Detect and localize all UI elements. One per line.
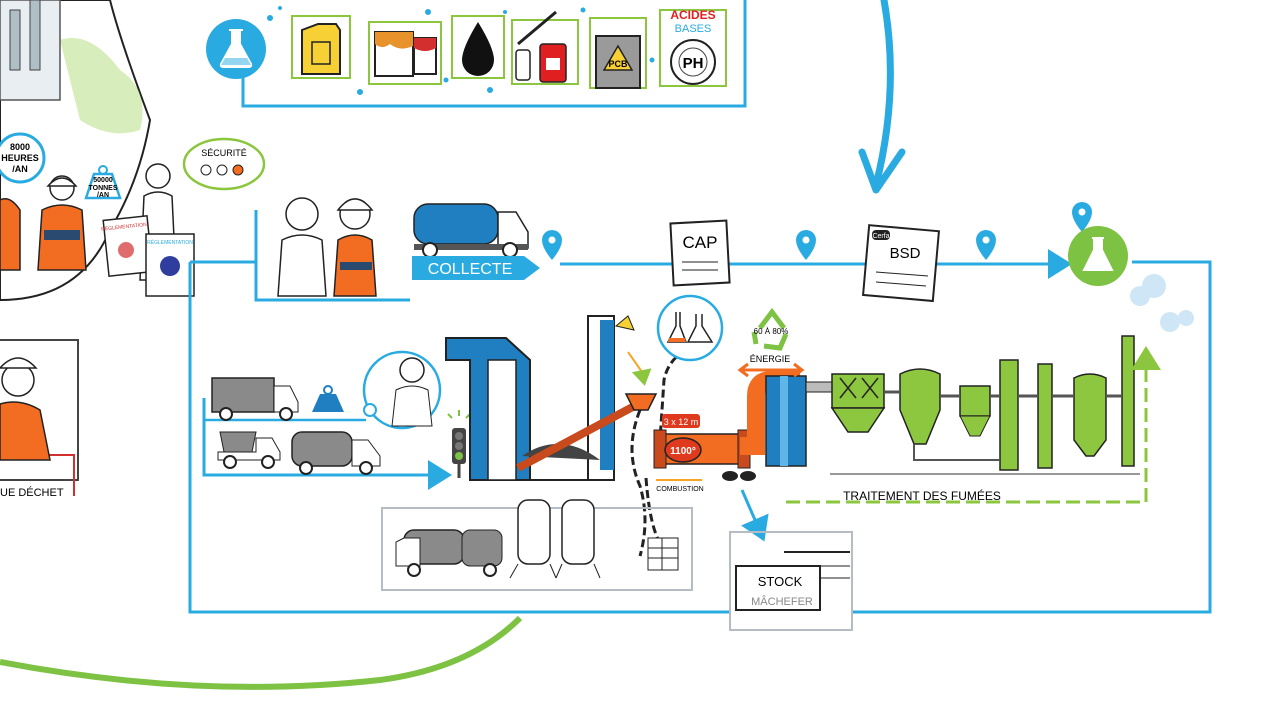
- left-panel-reglementation: RÉGLEMENTATION: [101, 221, 148, 233]
- collecte-people-frame: [254, 210, 410, 302]
- securite-bubble: SÉCURITÉ: [182, 137, 266, 191]
- rotary-kiln: 1100° 3 x 12 m COMBUSTION: [653, 414, 751, 493]
- left-panel-hours-line1: 8000: [10, 142, 30, 152]
- industrial-site-illustration: [0, 0, 152, 302]
- ph-scale-icon: ACIDES BASES PH: [659, 8, 727, 87]
- left-panel-reglementation: RÉGLEMENTATION: [147, 239, 193, 246]
- combustion-label: COMBUSTION: [656, 486, 703, 493]
- conveyor-belt: [516, 393, 658, 472]
- left-panel-hours-line2: HEURES: [1, 153, 39, 163]
- kiln-dimensions: 3 x 12 m: [664, 417, 699, 427]
- decorative-dots: [267, 6, 655, 95]
- collecte-label: COLLECTE: [428, 261, 512, 278]
- left-panel-hours-line3: /AN: [12, 164, 28, 174]
- medical-waste-icon: [511, 10, 579, 85]
- flow-cerfa: Cerfa: [872, 233, 889, 240]
- energie-label: ÉNERGIE: [750, 354, 791, 364]
- flow-cap: CAP: [683, 233, 718, 252]
- flue-gas-treatment: [830, 335, 1140, 475]
- machefer-label: MÂCHEFER: [751, 595, 813, 608]
- reglementation-documents: RÉGLEMENTATION RÉGLEMENTATION: [101, 215, 195, 297]
- smoke-cloud: [1130, 274, 1194, 332]
- left-panel-tonnes-line3: /AN: [97, 192, 109, 199]
- recycle-icon: 60 À 80%: [751, 307, 789, 351]
- traffic-light-icon: [447, 410, 471, 478]
- ash-piles: [722, 471, 756, 481]
- main-blue-loop: [188, 262, 730, 614]
- worker-bottom-left: [0, 357, 51, 461]
- flask-icon: [206, 19, 266, 79]
- pcb-label: PCB: [608, 59, 628, 69]
- bases-label: BASES: [675, 23, 712, 35]
- flow-bsd: BSD: [890, 245, 921, 262]
- boiler: [765, 375, 833, 467]
- green-return-curve: [0, 615, 523, 690]
- paint-cans-icon: [368, 21, 442, 85]
- energy-indicator: ÉNERGIE 60 À 80%: [737, 307, 805, 378]
- pcb-barrel-icon: PCB: [589, 17, 647, 89]
- pin-1: [542, 230, 562, 260]
- lab-technician-bubble: [362, 350, 442, 430]
- left-panel-tonnes-line2: TONNES: [88, 185, 117, 192]
- tonnes-weight: 50000 TONNES /AN: [84, 165, 122, 200]
- blue-arrow-curve: [872, 0, 894, 189]
- traitement-label: TRAITEMENT DES FUMÉES: [843, 488, 1001, 503]
- temperature-label: 1100°: [670, 446, 696, 457]
- acides-label: ACIDES: [670, 8, 715, 22]
- hours-badge: 8000 HEURES /AN: [0, 132, 46, 184]
- ph-label: PH: [683, 55, 704, 72]
- weighbridge-icon: [312, 385, 344, 412]
- bsd-document: Cerfa BSD: [861, 224, 940, 303]
- dechet-panel-frame: [0, 339, 79, 481]
- map-pins: [542, 202, 1092, 260]
- tanker-truck-icon: [413, 203, 529, 258]
- dechet-label: UE DÉCHET: [0, 486, 64, 499]
- pin-4: [1072, 202, 1092, 232]
- delivery-trucks: [211, 377, 381, 475]
- stock-machefer: STOCK MÂCHEFER: [729, 531, 853, 631]
- blue-arrow-head: [858, 148, 906, 194]
- collecte-people: [277, 197, 377, 297]
- lab-analysis-icon: [1068, 226, 1128, 286]
- stock-label: STOCK: [758, 574, 803, 589]
- left-panel-securite: SÉCURITÉ: [201, 148, 247, 158]
- pin-3: [976, 230, 996, 260]
- recycle-percent: 60 À 80%: [754, 327, 789, 336]
- collecte-banner: [412, 256, 540, 280]
- left-panel-tonnes-line1: 50000: [93, 177, 113, 184]
- pin-2: [796, 230, 816, 260]
- waste-bunker: [445, 315, 635, 481]
- cap-document: CAP: [669, 219, 731, 287]
- jerrycan-icon: [291, 15, 351, 79]
- liquid-waste-storage: [381, 499, 693, 591]
- oil-drop-icon: [451, 15, 505, 79]
- lab-flasks-bubble: [656, 294, 724, 362]
